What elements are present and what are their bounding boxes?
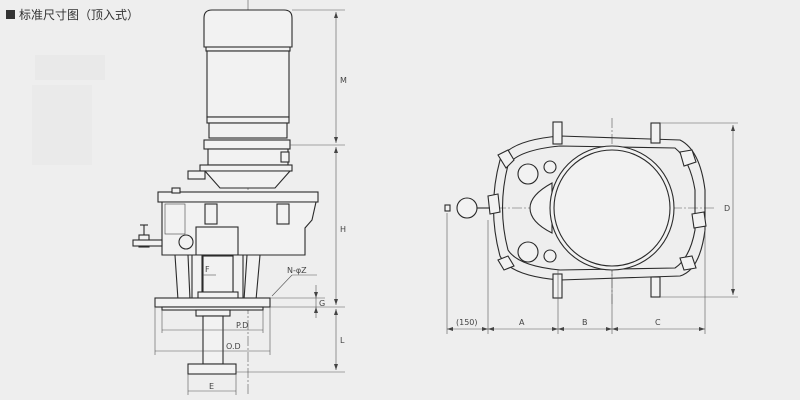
valve-icon	[132, 224, 163, 248]
gauge-icon	[444, 197, 490, 219]
faded-background	[32, 55, 105, 165]
label-B: B	[582, 318, 588, 327]
label-F: F	[205, 265, 210, 274]
label-OD: O.D	[226, 342, 241, 351]
square-bullet-icon	[6, 10, 15, 19]
label-M: M	[340, 76, 347, 85]
label-N-phiZ: N-φZ	[287, 266, 307, 275]
side-view: M H L G F N-φZ P.D O.D E	[132, 0, 347, 395]
drawing-title: 标准尺寸图（顶入式）	[6, 6, 139, 23]
label-L: L	[340, 336, 345, 345]
label-D: D	[724, 204, 730, 213]
top-view: D (150) A B C	[444, 118, 738, 334]
label-A: A	[519, 318, 525, 327]
label-150: (150)	[456, 318, 478, 327]
label-E: E	[209, 382, 214, 391]
drawing-title-text: 标准尺寸图（顶入式）	[19, 8, 140, 22]
label-G: G	[319, 299, 325, 308]
label-H: H	[340, 225, 346, 234]
label-C: C	[655, 318, 661, 327]
label-PD: P.D	[236, 321, 248, 330]
